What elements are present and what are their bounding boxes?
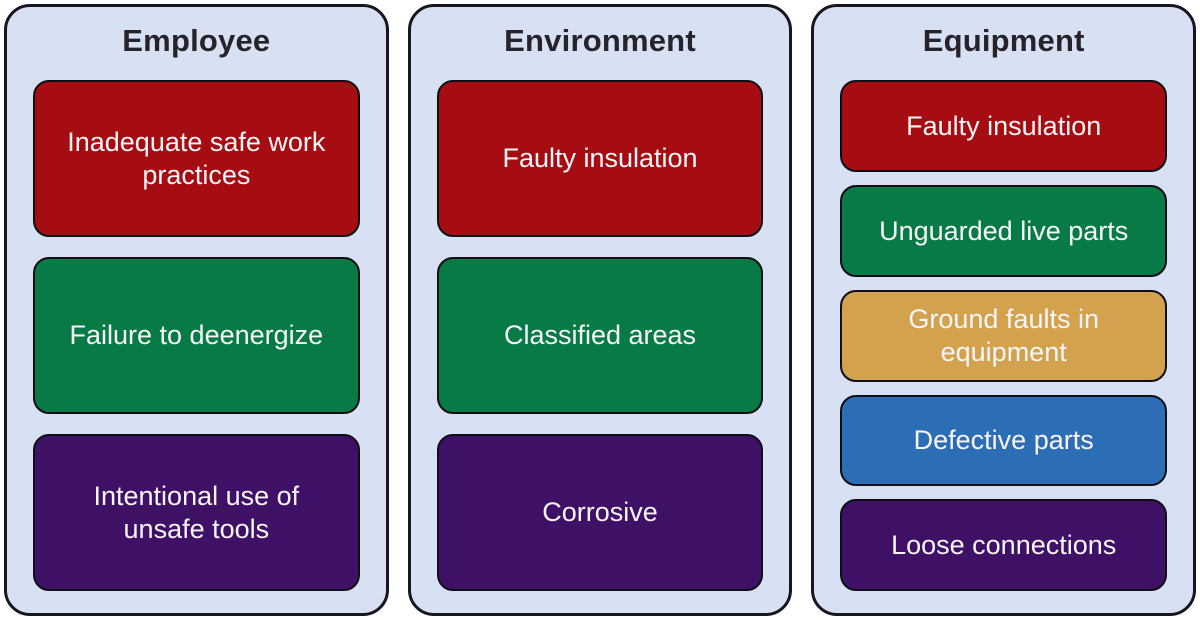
cause-box-list: Inadequate safe work practices Failure t… bbox=[33, 80, 360, 592]
cause-box-label: Intentional use of unsafe tools bbox=[93, 480, 300, 544]
cause-box-list: Faulty insulation Unguarded live parts G… bbox=[840, 80, 1168, 591]
category-panel-employee: Employee Inadequate safe work practices … bbox=[4, 4, 389, 616]
cause-box-label: Ground faults in equipment bbox=[908, 303, 1099, 367]
cause-box: Intentional use of unsafe tools bbox=[33, 434, 360, 592]
cause-box: Ground faults in equipment bbox=[840, 289, 1168, 382]
cause-box-label: Corrosive bbox=[542, 497, 658, 528]
panel-title: Equipment bbox=[922, 23, 1085, 58]
cause-box-label: Failure to deenergize bbox=[69, 320, 324, 351]
cause-box-label: Defective parts bbox=[913, 424, 1094, 455]
cause-box: Failure to deenergize bbox=[33, 257, 360, 415]
category-panel-environment: Environment Faulty insulation Classified… bbox=[407, 4, 793, 616]
cause-box-label: Inadequate safe work practices bbox=[67, 126, 326, 190]
cause-box-label: Faulty insulation bbox=[502, 143, 698, 174]
cause-box: Classified areas bbox=[436, 257, 764, 415]
cause-box: Loose connections bbox=[840, 499, 1168, 591]
cause-box: Defective parts bbox=[840, 394, 1168, 487]
cause-box-label: Classified areas bbox=[503, 320, 697, 351]
cause-box-label: Faulty insulation bbox=[906, 110, 1102, 141]
panel-title: Environment bbox=[504, 23, 696, 58]
cause-box: Unguarded live parts bbox=[840, 185, 1168, 277]
cause-box: Inadequate safe work practices bbox=[33, 80, 360, 238]
cause-box: Faulty insulation bbox=[840, 80, 1168, 173]
cause-box-label: Loose connections bbox=[891, 529, 1117, 560]
cause-box-label: Unguarded live parts bbox=[879, 215, 1129, 246]
cause-box: Corrosive bbox=[436, 434, 764, 592]
category-panel-equipment: Equipment Faulty insulation Unguarded li… bbox=[811, 4, 1197, 616]
cause-box-list: Faulty insulation Classified areas Corro… bbox=[436, 80, 764, 592]
cause-box: Faulty insulation bbox=[436, 80, 764, 238]
panel-title: Employee bbox=[122, 23, 271, 58]
